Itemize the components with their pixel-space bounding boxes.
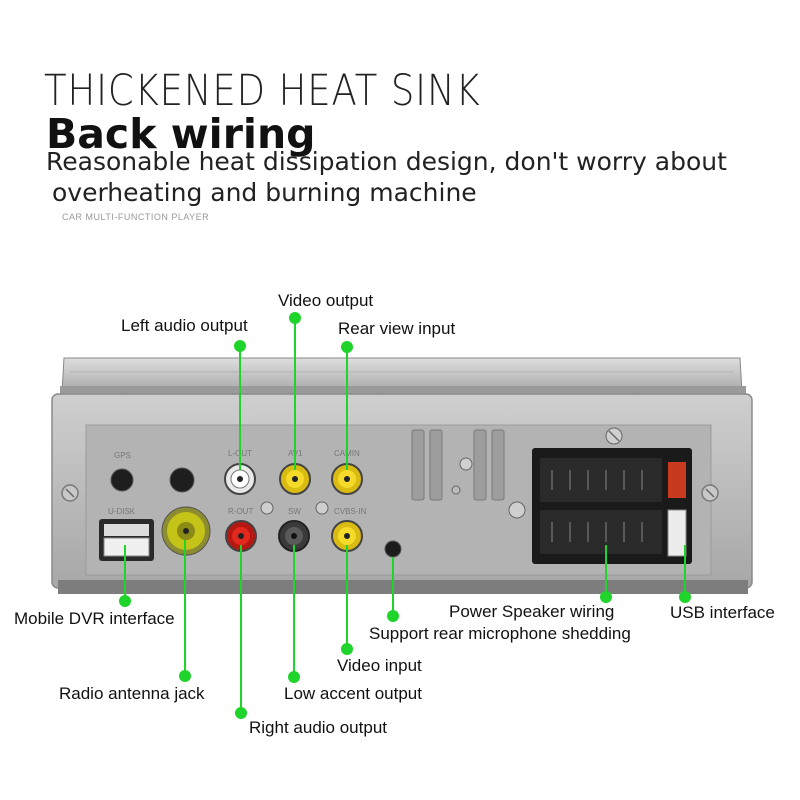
rca-video-input-yellow [331,520,363,552]
callout-power-speaker-wiring: Power Speaker wiring [449,602,615,621]
callout-rear-view-input: Rear view input [338,319,456,338]
screw-lower-icon [508,501,526,519]
usb-port-label: U-DISK [108,507,136,516]
callout-right-audio-output: Right audio output [249,718,387,737]
sw-label: SW [288,507,301,516]
callout-video-input: Video input [337,656,422,675]
screw-small-left-icon [260,501,274,515]
screw-small-right-icon [315,501,329,515]
description-line-1: Reasonable heat dissipation design, don'… [46,147,727,176]
page-title: THICKENED HEAT SINK [44,66,481,116]
rca-right-audio-red [225,520,257,552]
power-speaker-connector [532,448,692,564]
screw-heatsink-icon [459,457,473,471]
cvbs-label: CVBS-IN [334,507,367,516]
microphone-jack [384,540,402,558]
callout-leader-lines [119,312,691,719]
description-line-2: overheating and burning machine [52,178,477,207]
callout-video-output: Video output [278,291,374,310]
product-caption: CAR MULTI-FUNCTION PLAYER [62,212,210,222]
antenna-hole [169,467,195,493]
mount-pin-left-icon [61,484,79,502]
chassis-bottom-edge [58,580,748,594]
rca-video-output-yellow [279,463,311,495]
page-subtitle: Back wiring [46,110,316,158]
usb-port [99,519,154,561]
heat-sink-fins [411,429,505,501]
chassis-top [60,357,746,396]
callout-low-accent-output: Low accent output [284,684,422,703]
callout-radio-antenna-jack: Radio antenna jack [59,684,205,703]
r-out-label: R-OUT [228,507,253,516]
callout-left-audio-output: Left audio output [121,316,248,335]
rca-low-accent-black [278,520,310,552]
callout-mobile-dvr-interface: Mobile DVR interface [14,609,175,628]
gps-port [110,468,134,492]
callout-support-rear-microphone: Support rear microphone shedding [369,624,631,643]
radio-antenna-jack [161,506,211,556]
gps-label: GPS [114,451,131,460]
callout-usb-interface: USB interface [670,603,775,622]
mount-pin-right-icon [701,484,719,502]
rca-left-audio-white [224,463,256,495]
screw-center-icon [451,485,461,495]
